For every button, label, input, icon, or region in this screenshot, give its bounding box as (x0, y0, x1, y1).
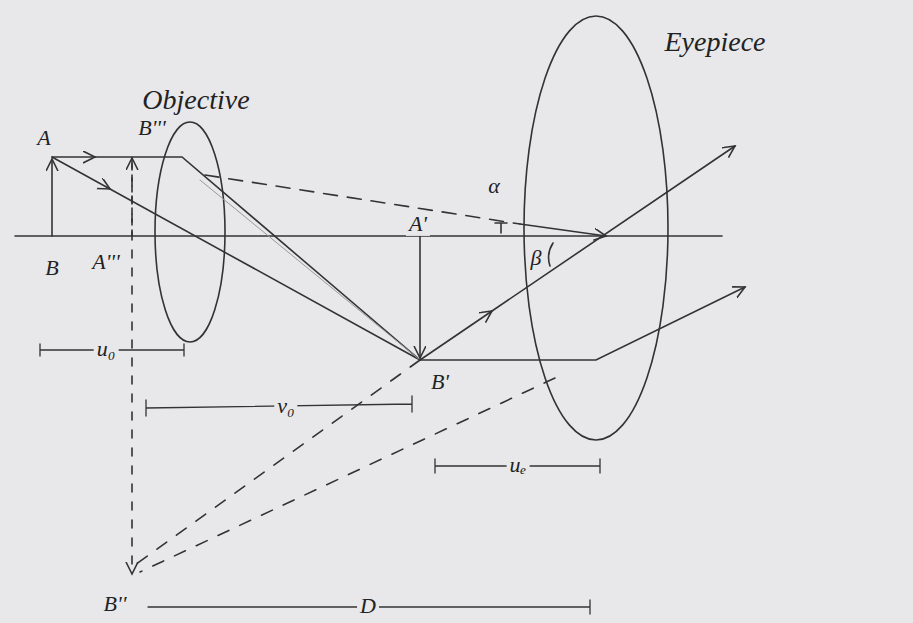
point-label: B'' (104, 592, 127, 616)
virtual-ray (140, 378, 555, 572)
lens-name: Eyepiece (664, 27, 765, 58)
angle-arc (549, 243, 553, 266)
lens-name: Objective (142, 85, 249, 116)
distance-label: uₑ (507, 453, 530, 477)
distance-label: u₀ (94, 337, 119, 361)
distance-label: D (357, 594, 379, 618)
virtual-ray (135, 360, 420, 565)
eye-line (520, 224, 606, 236)
intermediate-image (419, 236, 421, 358)
ray (492, 146, 735, 311)
angle-mark (495, 223, 507, 233)
angle-label: β (531, 246, 542, 270)
objective-lens (155, 122, 225, 342)
point-label: A' (406, 212, 430, 236)
angle-label: α (488, 174, 500, 198)
final-image-arrow (131, 160, 133, 574)
point-label: A (37, 126, 50, 150)
principal-axis (15, 235, 722, 237)
point-label: A''' (92, 250, 120, 274)
distance-label: v₀ (274, 394, 297, 418)
point-label: B (45, 256, 58, 280)
point-label: B''' (138, 116, 166, 140)
ray (420, 287, 745, 360)
ray (110, 189, 420, 360)
object-arrow (51, 159, 53, 236)
point-label: B' (431, 370, 449, 394)
ray (420, 311, 492, 360)
ray (52, 156, 95, 158)
ray (52, 157, 110, 189)
ray (95, 157, 420, 360)
ray (200, 180, 420, 360)
eye-line (205, 175, 520, 224)
